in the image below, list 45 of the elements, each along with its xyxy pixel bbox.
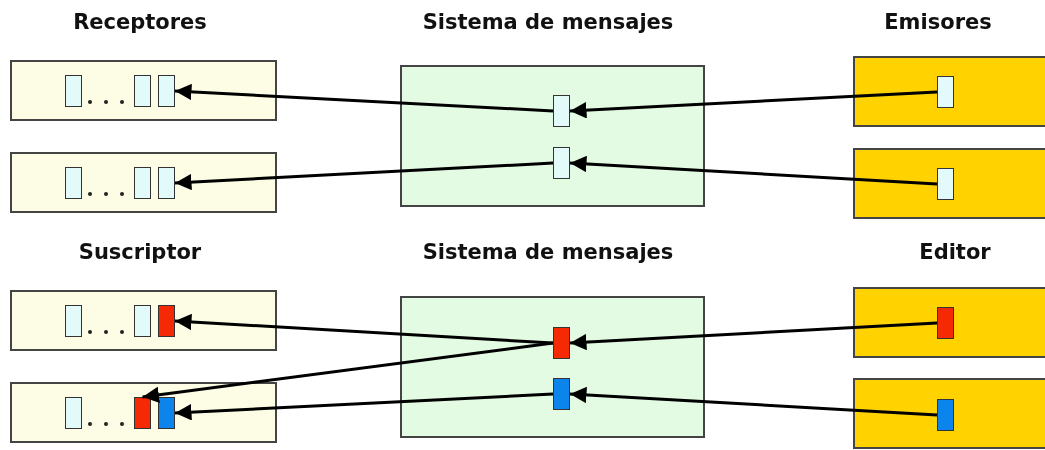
- arrow: [569, 90, 938, 119]
- message-slot: [158, 75, 175, 107]
- message-slot: [937, 399, 954, 431]
- message-system-box: [400, 296, 705, 438]
- sender-box: [853, 56, 1045, 127]
- arrow: [174, 83, 554, 113]
- message-slot: [65, 75, 82, 107]
- message-slot: [937, 307, 954, 339]
- message-slot: [158, 305, 175, 337]
- column-heading: Receptores: [73, 10, 207, 34]
- arrow: [174, 161, 554, 191]
- message-slot: [553, 95, 570, 127]
- message-slot: [937, 168, 954, 200]
- message-slot: [553, 327, 570, 359]
- receiver-box: [10, 290, 277, 351]
- sender-box: [853, 287, 1045, 358]
- column-heading: Sistema de mensajes: [422, 10, 674, 34]
- arrow: [569, 155, 938, 186]
- message-slot: [134, 75, 151, 107]
- message-slot: [553, 378, 570, 410]
- message-slot: [65, 397, 82, 429]
- message-slot: [134, 305, 151, 337]
- sender-box: [853, 378, 1045, 449]
- message-slot: [158, 167, 175, 199]
- receiver-box: [10, 152, 277, 213]
- message-slot: [158, 397, 175, 429]
- message-slot: [65, 305, 82, 337]
- message-system-box: [400, 65, 705, 207]
- column-heading: Emisores: [884, 10, 992, 34]
- arrow: [569, 386, 938, 417]
- arrow: [569, 321, 938, 351]
- receiver-box: [10, 382, 277, 443]
- message-slot: [553, 147, 570, 179]
- column-heading: Editor: [919, 240, 991, 264]
- arrow: [142, 341, 554, 404]
- message-slot: [134, 397, 151, 429]
- message-slot: [937, 76, 954, 108]
- column-heading: Sistema de mensajes: [422, 240, 674, 264]
- message-slot: [65, 167, 82, 199]
- arrow: [174, 313, 554, 345]
- message-slot: [134, 167, 151, 199]
- column-heading: Suscriptor: [78, 240, 202, 264]
- arrow: [174, 392, 554, 421]
- sender-box: [853, 148, 1045, 219]
- receiver-box: [10, 60, 277, 121]
